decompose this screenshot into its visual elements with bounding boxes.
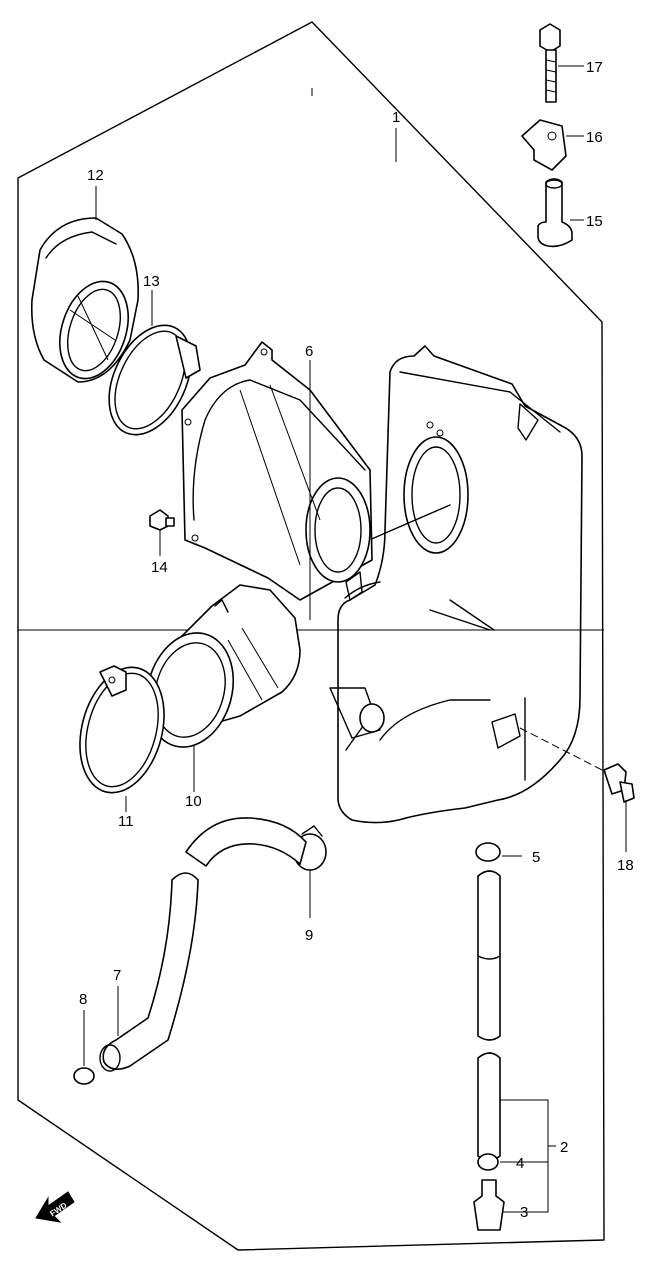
callout-15: 15 (586, 213, 603, 230)
drain-hose (99, 817, 307, 1072)
clamp-band (79, 665, 165, 794)
callout-8: 8 (79, 991, 87, 1008)
leader-18 (519, 727, 607, 773)
callout-2: 2 (560, 1139, 568, 1156)
callout-17: 17 (586, 59, 603, 76)
callout-4: 4 (516, 1155, 524, 1172)
callout-10: 10 (185, 793, 202, 810)
callout-7: 7 (113, 967, 121, 984)
callout-12: 12 (87, 167, 104, 184)
outlet-tube (145, 584, 301, 748)
callout-18: 18 (617, 857, 634, 874)
callout-5: 5 (532, 849, 540, 866)
leader-2 (498, 1099, 549, 1213)
clip-8 (73, 1067, 95, 1085)
collar-15 (537, 178, 573, 248)
callout-14: 14 (151, 559, 168, 576)
air-cleaner-box (20, 345, 600, 824)
callout-6: 6 (305, 343, 313, 360)
air-filter-element (181, 341, 373, 601)
bolt-17 (539, 23, 561, 103)
screw-14 (149, 509, 175, 531)
funnel-band (108, 324, 201, 436)
callout-11: 11 (118, 813, 134, 830)
bracket-16 (521, 119, 567, 171)
fwd-arrow-icon: FWD (35, 1191, 75, 1223)
callout-16: 16 (586, 129, 603, 146)
plug-3 (473, 1179, 505, 1231)
callout-3: 3 (520, 1204, 528, 1221)
drain-tube-set (477, 870, 501, 1171)
intake-funnel (30, 217, 139, 383)
assembly-frame (17, 21, 605, 1251)
cap-5 (475, 842, 501, 862)
screw-18 (603, 763, 635, 803)
callout-1: 1 (392, 109, 400, 126)
callout-9: 9 (305, 927, 313, 944)
callout-13: 13 (143, 273, 160, 290)
